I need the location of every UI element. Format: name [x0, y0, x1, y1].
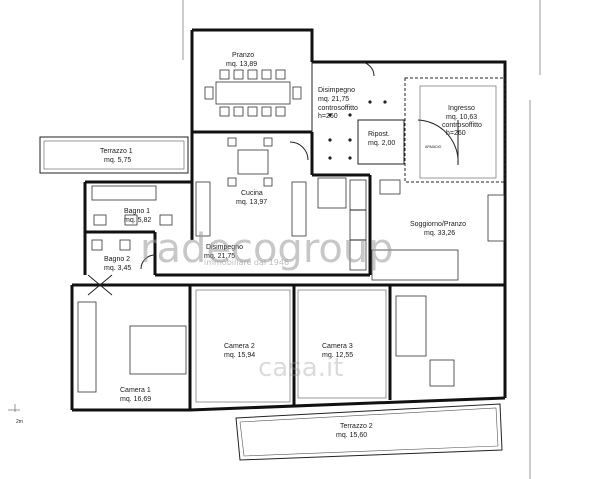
label-cucina: Cucina — [241, 190, 263, 197]
living-furniture — [371, 179, 505, 281]
label-terrazzo-1: Terrazzo 1 — [100, 148, 133, 155]
area-bagno-2: mq. 3,45 — [104, 265, 131, 272]
label-bagno-1: Bagno 1 — [124, 208, 150, 215]
area-camera-3: mq. 12,55 — [322, 352, 353, 359]
bedroom-walls-inner — [195, 289, 387, 403]
label-disimpegno-top: Disimpegno — [318, 87, 355, 94]
kitchen-table — [195, 137, 309, 237]
watermark: radecogroup immobiliare dal 1946 casa.it — [140, 226, 394, 383]
watermark-tagline: immobiliare dal 1946 — [204, 258, 289, 267]
height-disimpegno-top: h=260 — [318, 113, 338, 120]
bath-fixtures — [87, 185, 173, 296]
height-ingresso: h=260 — [446, 130, 466, 137]
area-ingresso: mq. 10,63 — [446, 114, 477, 121]
area-terrazzo-2: mq. 15,60 — [336, 432, 367, 439]
label-pranzo: Pranzo — [232, 52, 254, 59]
property-lines — [8, 0, 541, 479]
wardrobes — [317, 177, 367, 271]
label-soggiorno: Soggiorno/Pranzo — [410, 221, 466, 228]
area-terrazzo-1: mq. 5,75 — [104, 157, 131, 164]
label-bagno-2: Bagno 2 — [104, 256, 130, 263]
area-bagno-1: mq. 5,82 — [124, 217, 151, 224]
ripostiglio — [357, 119, 405, 165]
label-terrazzo-2: Terrazzo 2 — [340, 423, 373, 430]
terrazzo-2 — [235, 403, 503, 461]
small-label: ARMADIO — [425, 145, 442, 149]
label-disimpegno-mid: Disimpegno — [206, 244, 243, 251]
label-camera-2: Camera 2 — [224, 343, 255, 350]
area-disimpegno-mid: mq. 21,75 — [204, 253, 235, 260]
area-disimpegno-top: mq. 21,75 — [318, 96, 349, 103]
spotlights — [311, 61, 387, 160]
note-ingresso: controsoffitto — [442, 122, 482, 129]
walls — [70, 28, 507, 412]
bed-camera-1 — [77, 301, 187, 393]
area-camera-1: mq. 16,69 — [120, 396, 151, 403]
area-cucina: mq. 13,97 — [236, 199, 267, 206]
terrazzo-1 — [39, 136, 189, 174]
room-labels: Pranzo mq. 13,89 Disimpegno mq. 21,75 co… — [16, 52, 482, 439]
area-pranzo: mq. 13,89 — [226, 61, 257, 68]
dining-table — [204, 69, 302, 117]
area-camera-2: mq. 15,94 — [224, 352, 255, 359]
watermark-brand: radecogroup — [140, 226, 394, 272]
label-ingresso: Ingresso — [448, 105, 475, 112]
label-camera-1: Camera 1 — [120, 387, 151, 394]
area-soggiorno: mq. 33,26 — [424, 230, 455, 237]
watermark-mark: casa.it — [258, 353, 343, 383]
label-ripost: Ripost. — [368, 131, 390, 138]
right-lower-room — [395, 295, 455, 387]
note-disimpegno-top: controsoffitto — [318, 105, 358, 112]
scale-note: 2m — [16, 419, 23, 425]
label-camera-3: Camera 3 — [322, 343, 353, 350]
ingresso-area — [404, 77, 506, 183]
area-ripost: mq. 2,00 — [368, 140, 395, 147]
